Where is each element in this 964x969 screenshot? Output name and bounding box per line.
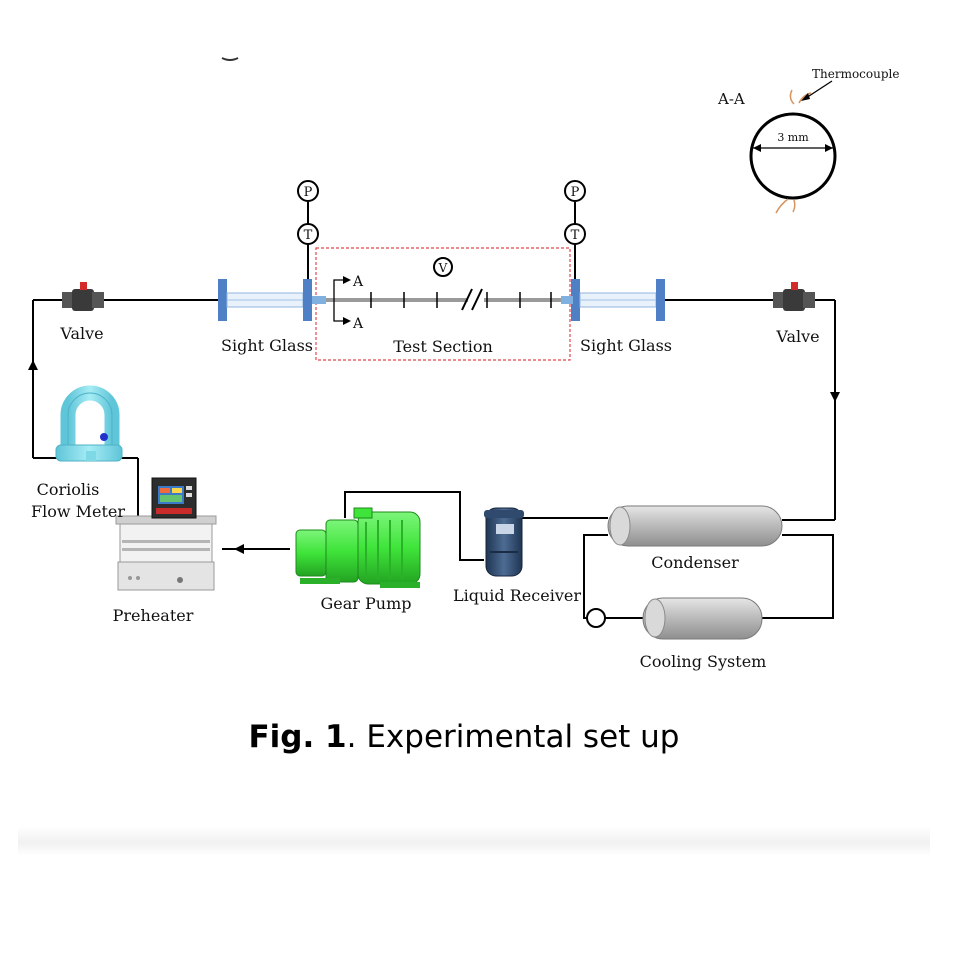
condenser xyxy=(607,505,783,547)
coriolis-label-line2: Flow Meter xyxy=(31,502,125,521)
thermocouple-leader xyxy=(805,80,833,99)
valve-left-label: Valve xyxy=(59,324,103,343)
sight-glass-left xyxy=(218,279,312,321)
piping xyxy=(32,299,836,619)
condenser-label: Condenser xyxy=(651,553,739,572)
sight-glass-left-label: Sight Glass xyxy=(221,336,313,355)
sight-glass-right-label: Sight Glass xyxy=(580,336,672,355)
section-aa-label: A-A xyxy=(717,90,745,108)
circulation-pump-icon xyxy=(586,608,606,628)
thermocouple-wire-bottom xyxy=(775,198,796,214)
pressure-symbol-left: P xyxy=(304,185,313,200)
section-marker-top: A xyxy=(352,274,364,290)
preheater xyxy=(115,477,217,591)
gear-pump xyxy=(295,507,421,588)
thermocouple-label: Thermocouple xyxy=(812,67,899,81)
cross-section-circle xyxy=(749,112,837,200)
pt-gauge-left xyxy=(297,180,319,279)
figure-caption: Fig. 1. Experimental set up xyxy=(249,719,680,755)
liquid-receiver xyxy=(484,507,524,577)
bottom-fade-strip xyxy=(18,826,930,856)
diameter-label: 3 mm xyxy=(777,131,809,144)
arrow-left-icon xyxy=(234,544,244,554)
coriolis-label-line1: Coriolis xyxy=(37,480,100,499)
liquid-receiver-label: Liquid Receiver xyxy=(453,586,581,605)
caption-bold: Fig. 1 xyxy=(249,719,347,755)
caption-text: . Experimental set up xyxy=(347,719,680,755)
valve-right xyxy=(773,282,815,311)
section-marker-bottom: A xyxy=(352,316,364,332)
stray-mark xyxy=(221,57,239,61)
coriolis-flow-meter xyxy=(55,385,123,462)
voltage-symbol: V xyxy=(438,261,448,275)
pt-gauge-right xyxy=(564,180,586,279)
temperature-symbol-right: T xyxy=(571,228,580,243)
valve-right-label: Valve xyxy=(775,327,819,346)
temperature-symbol-left: T xyxy=(304,228,313,243)
arrow-up-icon xyxy=(28,360,38,370)
preheater-label: Preheater xyxy=(113,606,194,625)
thermocouple-wire-top xyxy=(789,89,812,105)
gear-pump-label: Gear Pump xyxy=(320,594,411,613)
voltage-icon xyxy=(433,257,453,277)
test-section-label: Test Section xyxy=(393,337,493,356)
arrow-down-icon xyxy=(830,392,840,402)
test-section-tube xyxy=(312,276,573,325)
pressure-symbol-right: P xyxy=(571,185,580,200)
flow-arrows xyxy=(28,360,840,554)
cooling-system xyxy=(642,597,763,640)
sight-glass-right xyxy=(571,279,665,321)
cooling-system-label: Cooling System xyxy=(640,652,767,671)
valve-left xyxy=(62,282,104,311)
